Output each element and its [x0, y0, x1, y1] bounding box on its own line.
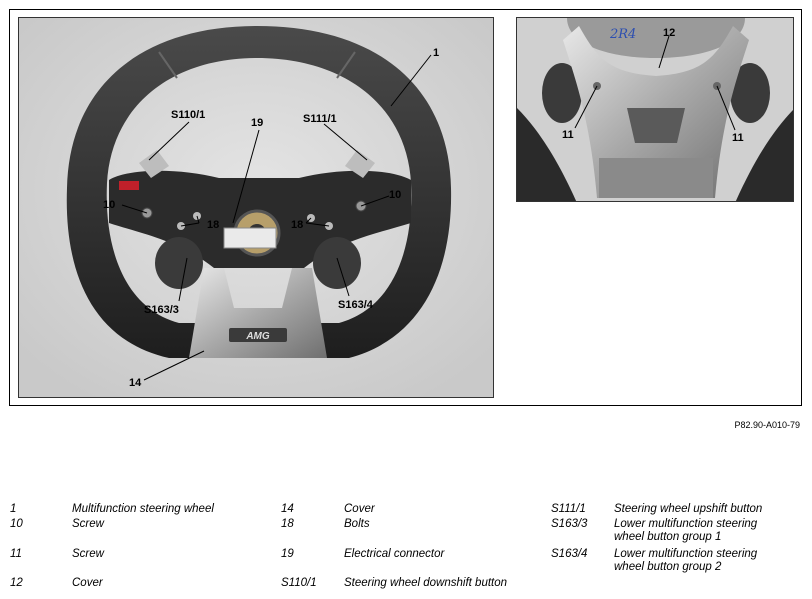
callout-18-left: 18 [207, 219, 219, 231]
legend-text: Electrical connector [344, 548, 445, 560]
legend-text: Steering wheel downshift button [344, 577, 508, 589]
legend-text: Steering wheel upshift button [614, 503, 763, 515]
detail-callout-11-right: 11 [732, 132, 744, 144]
legend-text: Screw [72, 548, 104, 560]
amg-badge-text: AMG [245, 331, 270, 342]
legend-code: 19 [281, 548, 294, 560]
legend-code: S111/1 [551, 503, 586, 515]
legend-text: Cover [344, 503, 375, 515]
callout-s163-4: S163/4 [338, 299, 374, 311]
detail-button-group-left [542, 63, 582, 123]
cover-detail-illustration: 2R4 12 11 11 [517, 18, 793, 201]
legend-code: 11 [10, 548, 22, 560]
detail-callout-12: 12 [663, 27, 675, 39]
callout-10-right: 10 [389, 189, 401, 201]
legend-code: 14 [281, 503, 294, 515]
callout-s111-1: S111/1 [303, 113, 337, 125]
legend-code: S110/1 [281, 577, 317, 589]
legend-code: 18 [281, 518, 294, 530]
lower-button-group-1 [155, 237, 203, 289]
callout-18-right: 18 [291, 219, 303, 231]
steering-wheel-illustration: AMG 1 S110/1 19 S111/1 10 10 18 18 S163/… [19, 18, 493, 397]
lower-cover [189, 268, 327, 358]
steering-wheel-photo: AMG 1 S110/1 19 S111/1 10 10 18 18 S163/… [18, 17, 494, 398]
legend-text: Screw [72, 518, 104, 530]
downshift-paddle [139, 150, 169, 178]
handwritten-note: 2R4 [609, 27, 636, 42]
legend-text-cont: wheel button group 1 [614, 531, 722, 543]
callout-19: 19 [251, 117, 263, 129]
callout-s163-3: S163/3 [144, 304, 179, 316]
legend-text-cont: wheel button group 2 [614, 561, 722, 573]
legend-text: Lower multifunction steering [614, 548, 758, 560]
callout-s110-1: S110/1 [171, 109, 205, 121]
cover-detail-photo: 2R4 12 11 11 [516, 17, 794, 202]
detail-button-group-right [730, 63, 770, 123]
legend-code: S163/3 [551, 518, 588, 530]
figure-frame [9, 9, 802, 406]
legend-code: 12 [10, 577, 23, 589]
legend-code: 10 [10, 518, 23, 530]
legend-text: Multifunction steering wheel [72, 503, 214, 515]
legend-code: 1 [10, 503, 17, 515]
amg-badge [229, 328, 287, 342]
callout-10-left: 10 [103, 199, 115, 211]
upshift-paddle [345, 150, 375, 178]
callout-14: 14 [129, 377, 142, 389]
detail-callout-11-left: 11 [562, 129, 574, 141]
callout-1: 1 [433, 47, 439, 59]
red-connector [119, 181, 139, 190]
legend-text: Lower multifunction steering [614, 518, 758, 530]
legend-code: S163/4 [551, 548, 588, 560]
lower-button-group-2 [313, 237, 361, 289]
legend-text: Bolts [344, 518, 370, 530]
control-module-label [223, 227, 277, 249]
figure-reference: P82.90-A010-79 [734, 420, 800, 430]
legend-text: Cover [72, 577, 103, 589]
